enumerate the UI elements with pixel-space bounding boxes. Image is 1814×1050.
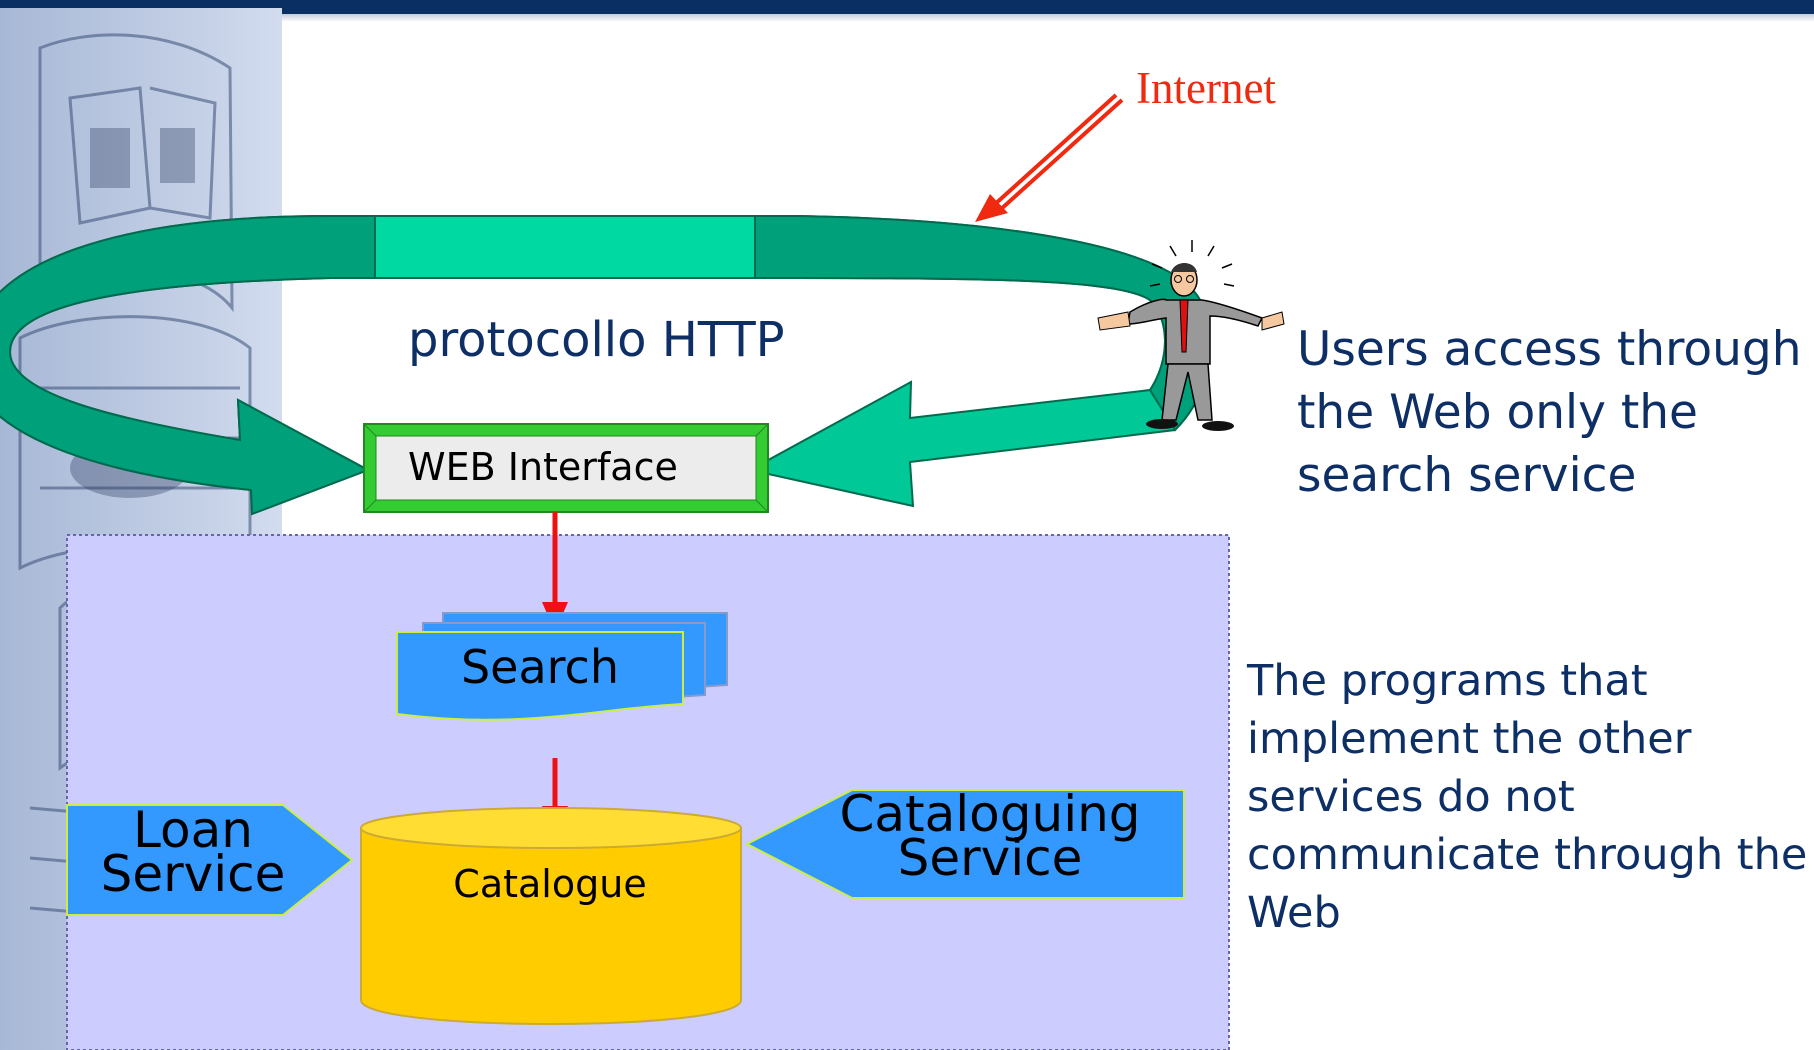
protocol-label: protocollo HTTP xyxy=(408,312,785,368)
search-documents[interactable] xyxy=(396,612,728,721)
web-interface-box[interactable] xyxy=(363,423,769,513)
internet-loop-arrow xyxy=(0,215,1209,516)
header-shadow xyxy=(282,14,1814,22)
programs-note: The programs that implement the other se… xyxy=(1247,656,1808,938)
header-bar xyxy=(0,0,1814,14)
cataloguing-service-arrow[interactable] xyxy=(744,789,1185,899)
catalogue-label: Catalogue xyxy=(453,862,647,906)
cataloguing-service-label: Cataloguing Service xyxy=(839,785,1141,887)
loan-service-label: Loan Service xyxy=(100,801,286,903)
catalogue-database[interactable] xyxy=(360,807,742,1025)
search-label: Search xyxy=(460,640,620,694)
users-note: Users access through the Web only the se… xyxy=(1297,322,1802,503)
internet-pointer-arrow xyxy=(975,93,1124,222)
web-interface-label: WEB Interface xyxy=(408,445,678,489)
shrugging-man-icon xyxy=(1097,240,1285,431)
internet-label: Internet xyxy=(1136,63,1276,113)
loan-service-arrow[interactable] xyxy=(66,804,354,916)
